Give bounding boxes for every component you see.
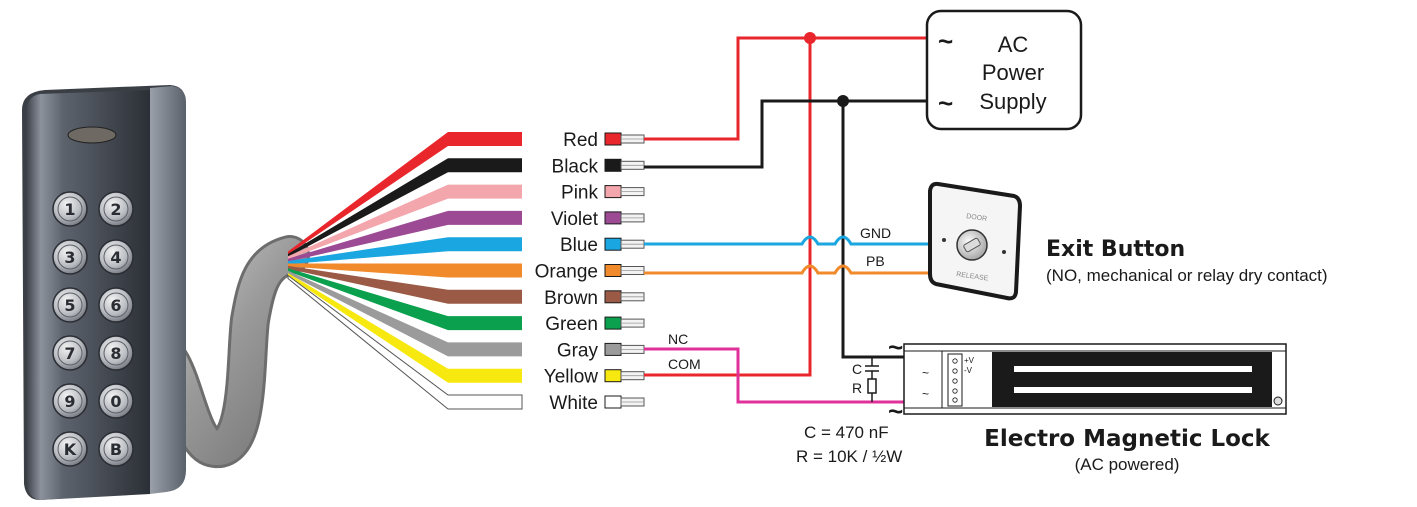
- lock-tilde-bottom: ~: [888, 396, 903, 426]
- red-junction-dot: [804, 32, 816, 44]
- keypad-key: K: [52, 431, 88, 467]
- keypad: 1 2 3 4 5 6 7 8 9 0K B: [22, 85, 186, 500]
- wire-terminal: [604, 158, 645, 172]
- power-supply: ~ ~ AC Power Supply: [925, 9, 1083, 131]
- fanout-wire: [288, 263, 522, 278]
- exit-plate-bottom-text: RELEASE: [956, 271, 989, 282]
- wire-label: Yellow: [544, 367, 599, 388]
- keypad-key-label: B: [110, 440, 122, 459]
- fanout-wire: [288, 268, 522, 331]
- orange-pb-wire: [644, 264, 938, 275]
- fanout-wire: [288, 237, 522, 265]
- exit-plate-top-text: DOOR: [966, 213, 988, 223]
- psu-line-1: AC: [998, 32, 1029, 57]
- keypad-key-label: 4: [110, 248, 121, 267]
- keypad-key-label: 5: [64, 296, 75, 315]
- wire-terminal: [604, 290, 645, 304]
- wire-terminal: [604, 369, 645, 383]
- svg-text:~: ~: [922, 366, 929, 380]
- keypad-key-label: 8: [110, 344, 121, 363]
- pb-label: PB: [866, 253, 885, 269]
- com-label: COM: [668, 356, 701, 372]
- fanout-wire: [288, 270, 522, 357]
- svg-text:~: ~: [922, 387, 929, 401]
- wire-label: White: [549, 393, 598, 414]
- psu-tilde-top: ~: [938, 26, 953, 56]
- keypad-key: 8: [98, 335, 134, 371]
- exit-button-subtitle: (NO, mechanical or relay dry contact): [1046, 266, 1328, 285]
- keypad-key-label: 3: [64, 248, 75, 267]
- lock-terminal-vminus: -V: [964, 366, 973, 375]
- fanout-wire: [288, 210, 522, 262]
- wire-terminal: [604, 342, 645, 356]
- keypad-key: 7: [52, 335, 88, 371]
- wire-label: Red: [563, 130, 598, 151]
- fanout-wire: [288, 132, 522, 255]
- keypad-key: B: [98, 431, 134, 467]
- fanout-wire: [288, 158, 522, 257]
- wire-terminal: [604, 211, 645, 225]
- resistor-value: R = 10K / ½W: [796, 447, 902, 466]
- lock-tilde-top: ~: [888, 332, 903, 362]
- keypad-key: 6: [98, 287, 134, 323]
- keypad-key: 9: [52, 383, 88, 419]
- lock-subtitle: (AC powered): [1075, 455, 1180, 474]
- resistor-label: R: [852, 380, 862, 396]
- red-power-wire: [644, 36, 930, 377]
- psu-tilde-bottom: ~: [938, 88, 953, 118]
- lock-title: Electro Magnetic Lock: [984, 426, 1270, 452]
- psu-line-2: Power: [982, 60, 1044, 85]
- wire-terminal: [604, 316, 645, 330]
- gnd-label: GND: [860, 225, 891, 241]
- wire-label: Blue: [560, 235, 598, 256]
- lock-terminal-block: [947, 353, 963, 407]
- black-junction-dot: [837, 95, 849, 107]
- exit-button: DOOR RELEASE: [928, 181, 1023, 301]
- keypad-key-label: 2: [110, 200, 121, 219]
- fanout-wire: [287, 274, 523, 410]
- lock-terminal-vplus: +V: [964, 356, 975, 365]
- capacitor-value: C = 470 nF: [804, 423, 889, 442]
- fanout-wire: [288, 273, 522, 383]
- magnetic-lock: ~ ~ +V -V: [903, 343, 1287, 415]
- wire-label: Violet: [551, 209, 599, 230]
- wire-terminal: [604, 132, 645, 146]
- magenta-lock-wire: [644, 347, 920, 404]
- keypad-key: 3: [52, 239, 88, 275]
- snubber-circuit: C R: [852, 357, 879, 402]
- psu-line-3: Supply: [979, 89, 1046, 114]
- keypad-key: 2: [98, 191, 134, 227]
- keypad-key-label: 0: [110, 392, 121, 411]
- keypad-key: 0: [98, 383, 134, 419]
- wire-label: Green: [545, 314, 598, 335]
- keypad-key-label: 7: [64, 344, 75, 363]
- wire-terminal: [604, 395, 645, 409]
- capacitor-label: C: [852, 361, 862, 377]
- keypad-key-label: 6: [110, 296, 121, 315]
- wire-terminal: [604, 185, 645, 199]
- exit-button-title: Exit Button: [1046, 237, 1185, 262]
- wire-label: Pink: [561, 183, 598, 204]
- keypad-key: 4: [98, 239, 134, 275]
- keypad-key: 1: [52, 191, 88, 227]
- nc-label: NC: [668, 331, 688, 347]
- blue-gnd-wire: [644, 235, 938, 246]
- wire-label: Black: [552, 156, 599, 177]
- wire-label: Gray: [557, 340, 599, 361]
- keypad-key-label: 9: [64, 392, 75, 411]
- keypad-key-label: 1: [64, 200, 75, 219]
- fanout-wire: [288, 184, 522, 260]
- wire-terminal: [604, 237, 645, 251]
- keypad-key: 5: [52, 287, 88, 323]
- wire-label: Orange: [535, 262, 598, 283]
- status-led: [67, 126, 117, 144]
- wire-terminal: [604, 264, 645, 277]
- wire-label: Brown: [544, 288, 598, 309]
- wire-fanout: [287, 132, 523, 410]
- fanout-wire: [288, 265, 522, 304]
- keypad-key-label: K: [64, 440, 77, 459]
